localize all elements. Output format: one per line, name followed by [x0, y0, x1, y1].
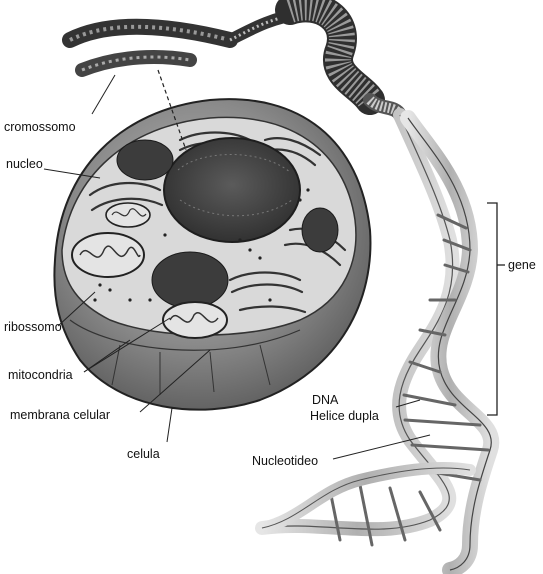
label-cromossomo: cromossomo [4, 120, 76, 134]
nucleus [163, 137, 301, 243]
label-helice-dupla: Helice dupla [310, 409, 379, 423]
leader-lines [43, 74, 431, 460]
label-nucleotideo: Nucleotideo [252, 454, 319, 468]
label-membrana-celular: membrana celular [10, 408, 111, 422]
label-gene: gene [508, 258, 536, 272]
label-ribossomo: ribossomo [4, 320, 62, 334]
dna-double-helix [255, 108, 500, 574]
chromosome-coil [62, 8, 306, 77]
label-dna: DNA [312, 393, 339, 407]
chromosome-nucleus-dashed-link [157, 69, 187, 151]
gene-bracket [487, 202, 505, 416]
label-celula: celula [127, 447, 160, 461]
mitochondria [71, 202, 228, 339]
vacuoles [116, 139, 339, 309]
label-nucleo: nucleo [6, 157, 43, 171]
ribosomes [93, 188, 310, 302]
chromatin-solenoid [275, 0, 407, 122]
label-mitocondria: mitocondria [8, 368, 73, 382]
